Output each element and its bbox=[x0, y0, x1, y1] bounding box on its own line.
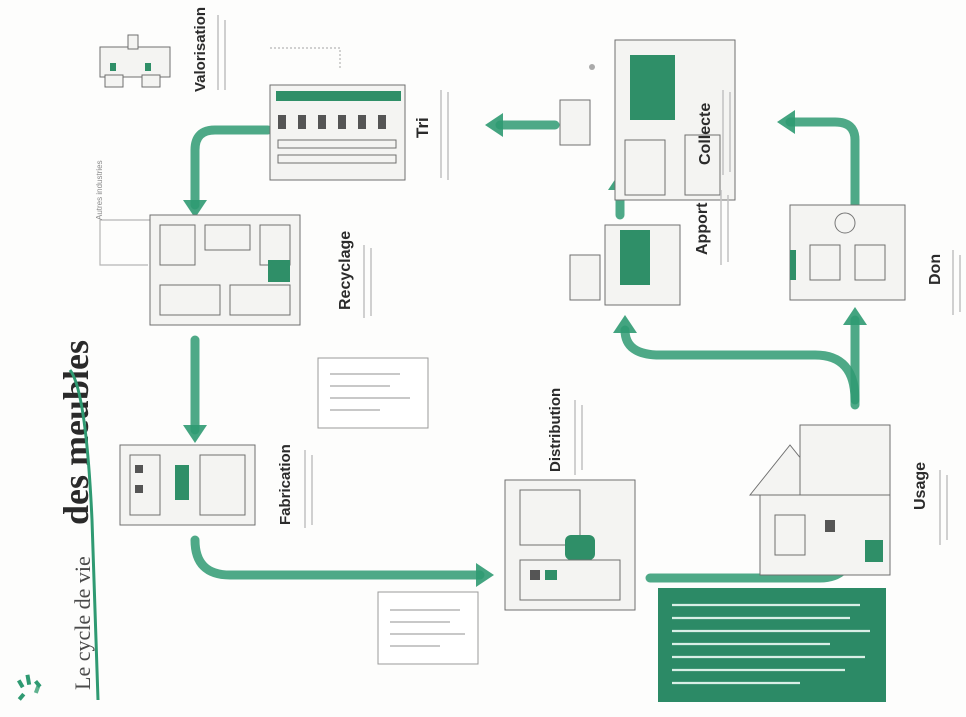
stage-label-don: Don bbox=[927, 254, 944, 285]
connector-tri-valorisation bbox=[270, 47, 341, 70]
arrowhead-collecte-from-don bbox=[777, 110, 795, 134]
apport-illustration bbox=[569, 224, 681, 306]
fabrication-illustration bbox=[119, 444, 256, 526]
usage-illustration bbox=[748, 424, 891, 576]
arrow-fabrication-to-distribution bbox=[190, 535, 485, 580]
stage-label-collecte: Collecte bbox=[697, 103, 714, 165]
arrow-usage-to-apport bbox=[620, 325, 860, 405]
leaf-logo-icon bbox=[17, 674, 42, 701]
arrow-tri-to-recyclage bbox=[190, 125, 273, 210]
callout-note-1 bbox=[317, 357, 429, 429]
title-underline bbox=[68, 369, 100, 701]
arrowhead-apport bbox=[613, 315, 637, 333]
info-box bbox=[658, 588, 886, 702]
arrowhead-don bbox=[843, 307, 867, 325]
callout-note-2 bbox=[377, 591, 479, 665]
stage-label-usage: Usage bbox=[912, 462, 929, 510]
arrow-don-to-collecte bbox=[785, 117, 860, 210]
arrowhead-tri bbox=[485, 113, 503, 137]
connector-autres-industries bbox=[99, 219, 150, 266]
stage-label-valorisation: Valorisation bbox=[192, 7, 209, 92]
title-prefix: Le cycle de vie bbox=[70, 556, 95, 690]
don-illustration bbox=[789, 204, 906, 301]
stage-label-fabrication: Fabrication bbox=[277, 444, 294, 525]
stage-label-recyclage: Recyclage bbox=[337, 231, 354, 310]
recyclage-illustration bbox=[149, 214, 301, 326]
arrowhead-recyclage bbox=[183, 200, 207, 218]
stage-labels: Valorisation Tri Collecte Apport Don Rec… bbox=[95, 7, 944, 525]
valorisation-illustration bbox=[99, 34, 171, 88]
stage-label-distribution: Distribution bbox=[547, 388, 564, 472]
stage-descriptions bbox=[217, 15, 961, 545]
tri-illustration bbox=[269, 84, 406, 181]
collecte-illustration bbox=[559, 39, 736, 201]
side-note-autres-industries: Autres industries bbox=[95, 160, 104, 220]
title-group: Le cycle de vie des meubles bbox=[17, 340, 100, 701]
arrowhead-distribution bbox=[476, 563, 494, 587]
stage-label-apport: Apport bbox=[694, 202, 711, 255]
distribution-illustration bbox=[504, 479, 636, 611]
arrowhead-fabrication bbox=[183, 425, 207, 443]
stage-label-tri: Tri bbox=[413, 117, 432, 138]
